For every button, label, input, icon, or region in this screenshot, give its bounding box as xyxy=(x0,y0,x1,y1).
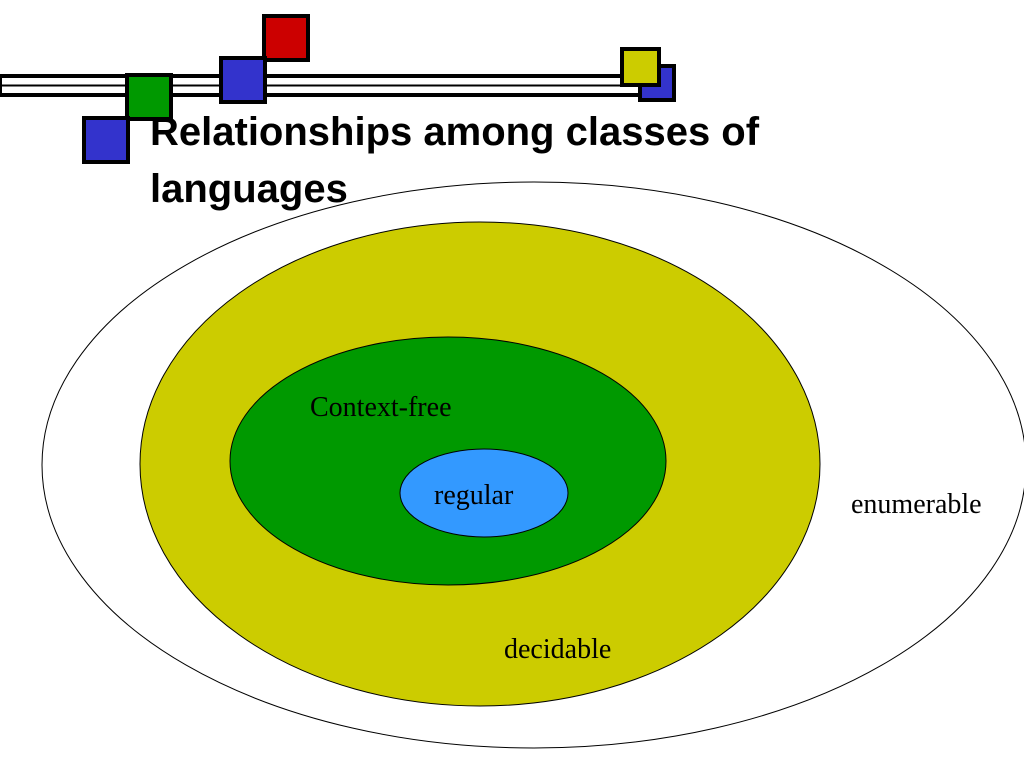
header-decoration xyxy=(0,14,676,164)
blue-square-left xyxy=(82,116,130,164)
olive-square xyxy=(620,47,661,87)
decidable-label: decidable xyxy=(504,634,611,665)
regular-ellipse xyxy=(399,448,569,538)
enumerable-label: enumerable xyxy=(851,489,982,520)
green-square xyxy=(125,73,173,121)
slide-title: Relationships among classes of languages xyxy=(150,110,760,211)
blue-square-middle xyxy=(219,56,267,104)
red-square xyxy=(262,14,310,62)
regular-label: regular xyxy=(434,480,514,511)
language-classes-diagram: Context-free regular enumerable decidabl… xyxy=(41,181,1024,749)
context-free-label: Context-free xyxy=(310,392,452,423)
